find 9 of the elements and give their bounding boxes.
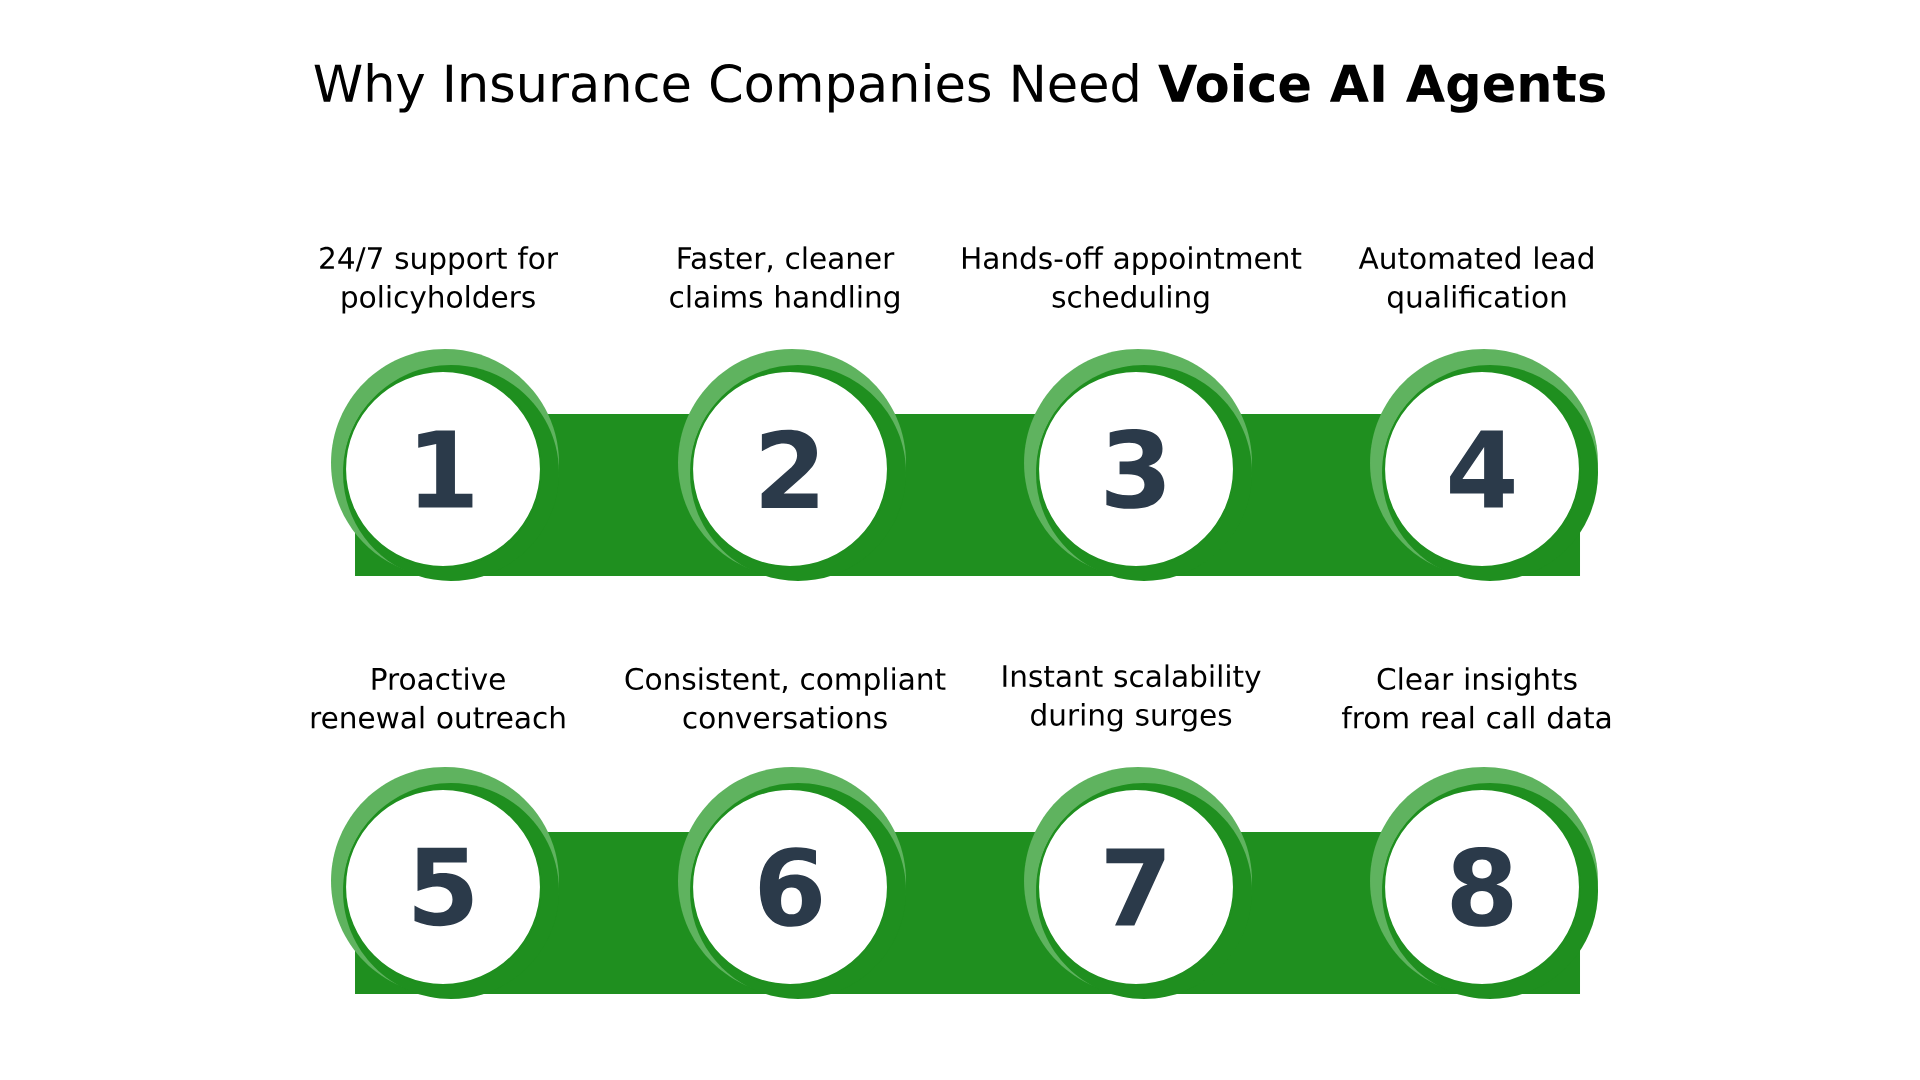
step-label: Instant scalability during surges: [1003, 664, 1261, 732]
step-label: 24/7 support for policyholders: [320, 246, 558, 314]
step-label: Proactive renewal outreach: [311, 667, 565, 729]
title: Why Insurance Companies Need Voice AI Agents: [314, 63, 1605, 113]
step-label: Hands-off appointment scheduling: [963, 246, 1302, 314]
step-label: Faster, cleaner claims handling: [670, 246, 899, 314]
step-label: Automated lead qualification: [1358, 246, 1593, 314]
step-label: Consistent, compliant conversations: [625, 667, 946, 729]
step-label: Clear insights from real call data: [1342, 667, 1611, 729]
